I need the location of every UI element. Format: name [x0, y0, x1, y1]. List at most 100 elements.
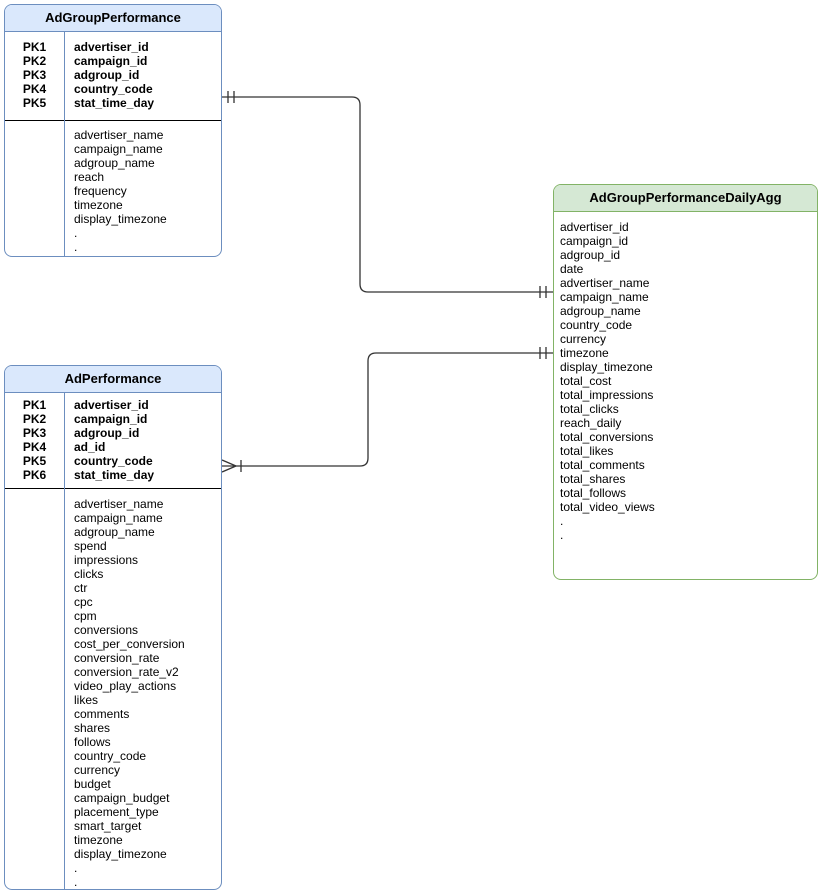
attribute-row: adgroup_name [74, 525, 155, 539]
pk-label: PK2 [22, 54, 47, 68]
attribute-row: campaign_budget [74, 791, 170, 805]
attribute-row: currency [74, 763, 121, 777]
pk-field-name: country_code [74, 82, 153, 96]
attribute-row: adgroup_name [74, 156, 155, 170]
attribute-row: ctr [74, 581, 88, 595]
attribute-row: timezone [74, 833, 123, 847]
cardinality-one-and-only-one-marker [539, 286, 547, 298]
attribute-row: conversion_rate_v2 [74, 665, 179, 679]
pk-field-name: campaign_id [74, 412, 148, 426]
pk-label: PK1 [22, 40, 47, 54]
entity-title: AdGroupPerformanceDailyAgg [554, 185, 817, 212]
attribute-row: advertiser_name [560, 276, 650, 290]
pk-label: PK4 [22, 440, 47, 454]
entity-body: PK1 advertiser_id PK2 campaign_id PK3 ad… [5, 393, 221, 889]
attribute-row: video_play_actions [74, 679, 177, 693]
primary-key-row: PK2 campaign_id [5, 412, 221, 426]
attribute-row: cost_per_conversion [74, 637, 185, 651]
attribute-row: . [74, 875, 78, 889]
pk-field-name: stat_time_day [74, 468, 155, 482]
attribute-row: shares [74, 721, 111, 735]
primary-key-row: PK6 stat_time_day [5, 468, 221, 482]
cardinality-one-and-only-one-marker [227, 91, 235, 103]
attribute-row: campaign_name [74, 511, 163, 525]
primary-key-row: PK1 advertiser_id [5, 398, 221, 412]
pk-field-name: adgroup_id [74, 426, 140, 440]
attribute-row: reach [74, 170, 105, 184]
attribute-row: country_code [74, 749, 147, 763]
pk-label: PK3 [22, 426, 47, 440]
pk-field-name: advertiser_id [74, 398, 149, 412]
pk-field-name: advertiser_id [74, 40, 149, 54]
pk-label: PK3 [22, 68, 47, 82]
attribute-row: country_code [560, 318, 633, 332]
attribute-row: follows [74, 735, 111, 749]
attribute-row: advertiser_name [74, 128, 164, 142]
key-column-divider [64, 32, 65, 256]
attribute-row: placement_type [74, 805, 159, 819]
pk-label: PK2 [22, 412, 47, 426]
relationship-line [222, 96, 553, 293]
entity-adperformance: AdPerformance PK1 advertiser_id PK2 camp… [4, 365, 222, 890]
primary-key-row: PK5 stat_time_day [5, 96, 221, 110]
attribute-row: adgroup_name [560, 304, 641, 318]
attribute-row: timezone [560, 346, 609, 360]
attribute-row: total_shares [560, 472, 626, 486]
primary-key-section: PK1 advertiser_id PK2 campaign_id PK3 ad… [5, 393, 221, 489]
pk-field-name: adgroup_id [74, 68, 140, 82]
entity-title: AdGroupPerformance [5, 5, 221, 32]
pk-field-name: country_code [74, 454, 153, 468]
attribute-row: total_likes [560, 444, 614, 458]
attribute-row: date [560, 262, 584, 276]
attribute-row: . [74, 240, 78, 254]
entity-adgroupperformance: AdGroupPerformance PK1 advertiser_id PK2… [4, 4, 222, 257]
entity-adgroupperformancedailyagg: AdGroupPerformanceDailyAgg advertiser_id… [553, 184, 818, 580]
primary-key-row: PK5 country_code [5, 454, 221, 468]
pk-label: PK5 [22, 454, 47, 468]
attribute-row: timezone [74, 198, 123, 212]
attribute-row: clicks [74, 567, 104, 581]
attribute-row: . [560, 528, 564, 542]
primary-key-row: PK1 advertiser_id [5, 40, 221, 54]
attribute-row: total_comments [560, 458, 645, 472]
attribute-row: smart_target [74, 819, 142, 833]
attribute-row: impressions [74, 553, 139, 567]
cardinality-one-or-many-marker [221, 459, 242, 473]
attribute-row: reach_daily [560, 416, 622, 430]
primary-key-row: PK3 adgroup_id [5, 426, 221, 440]
attribute-row: frequency [74, 184, 127, 198]
attribute-row: advertiser_id [560, 220, 629, 234]
entity-title: AdPerformance [5, 366, 221, 393]
pk-label: PK4 [22, 82, 47, 96]
pk-label: PK1 [22, 398, 47, 412]
attribute-row: conversion_rate [74, 651, 160, 665]
attribute-row: campaign_id [560, 234, 629, 248]
attribute-row: total_follows [560, 486, 627, 500]
relationship-line [222, 352, 553, 467]
attribute-row: campaign_name [560, 290, 649, 304]
attribute-row: campaign_name [74, 142, 163, 156]
relationship-adperformance-dailyagg [221, 347, 553, 473]
attribute-row: advertiser_name [74, 497, 164, 511]
pk-field-name: campaign_id [74, 54, 148, 68]
attribute-row: budget [74, 777, 111, 791]
attribute-row: conversions [74, 623, 139, 637]
pk-field-name: ad_id [74, 440, 106, 454]
primary-key-row: PK4 ad_id [5, 440, 221, 454]
relationship-adgroupperformance-dailyagg [222, 91, 553, 298]
attribute-row: . [74, 226, 78, 240]
key-column-divider [64, 393, 65, 889]
pk-label: PK6 [22, 468, 47, 482]
attribute-row: cpc [74, 595, 93, 609]
attribute-row: adgroup_id [560, 248, 621, 262]
primary-key-row: PK3 adgroup_id [5, 68, 221, 82]
attribute-row: . [560, 514, 564, 528]
primary-key-section: PK1 advertiser_id PK2 campaign_id PK3 ad… [5, 32, 221, 121]
attribute-row: total_clicks [560, 402, 619, 416]
attribute-row: total_video_views [560, 500, 655, 514]
